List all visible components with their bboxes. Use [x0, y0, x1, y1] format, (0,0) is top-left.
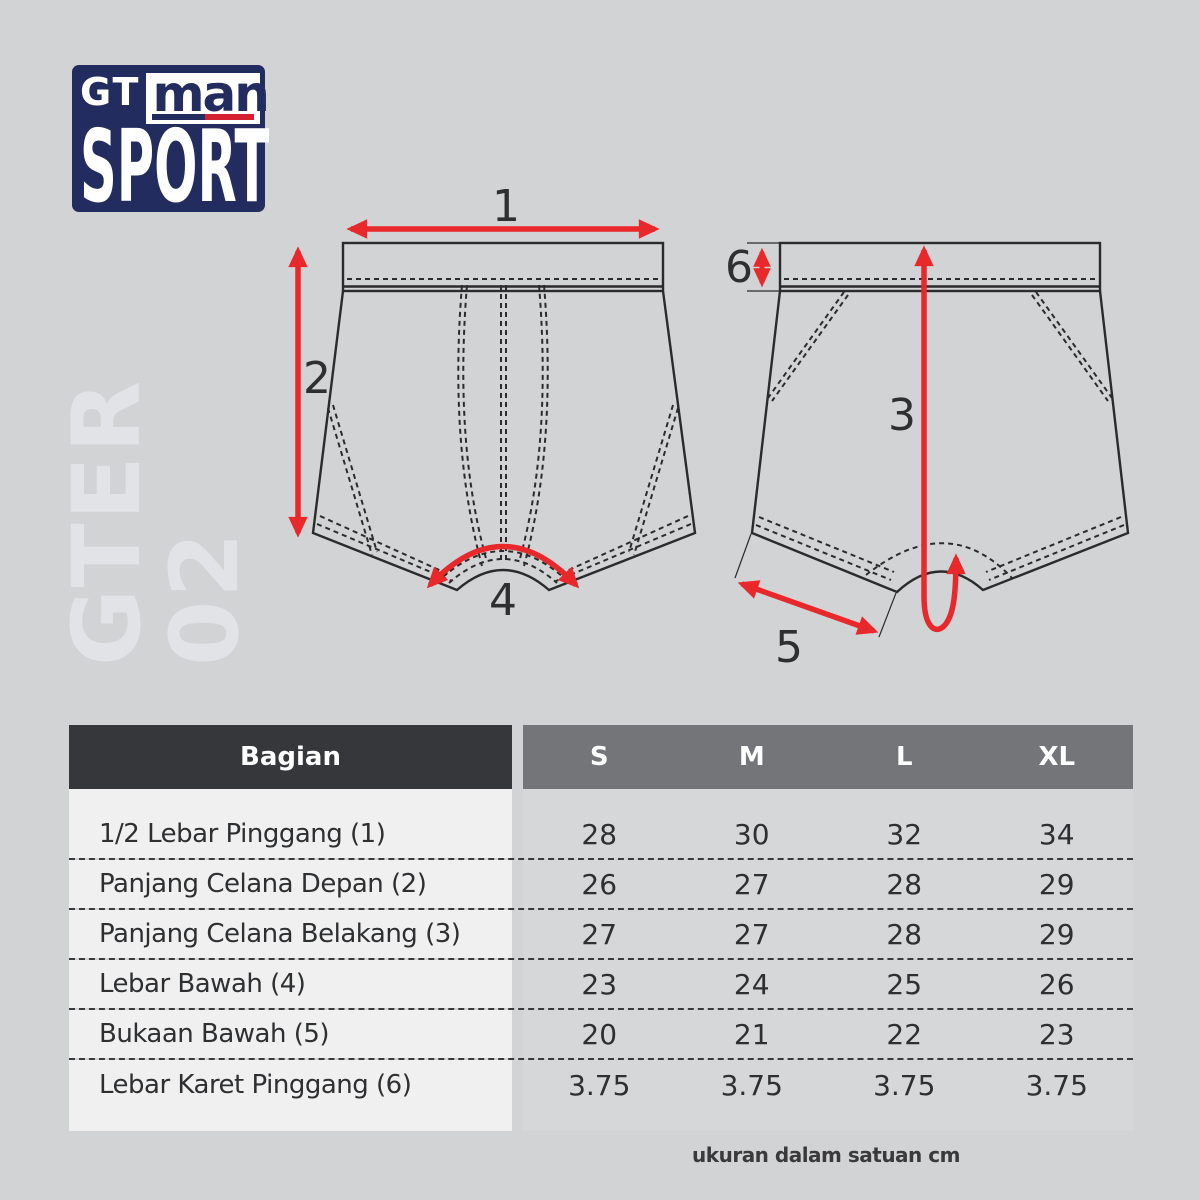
row-gap	[512, 789, 523, 858]
logo-top-row: GT man	[80, 65, 270, 124]
measure-label-4: 4	[489, 575, 517, 626]
size-header-xl: XL	[1038, 742, 1076, 772]
table-row: Bukaan Bawah (5) 20 21 22 23	[69, 1010, 1133, 1060]
row-label-cell: 1/2 Lebar Pinggang (1)	[69, 789, 512, 858]
row-values-cell: 27 27 28 29	[523, 910, 1133, 958]
row-label-cell: Panjang Celana Depan (2)	[69, 860, 512, 908]
table-row: Lebar Karet Pinggang (6) 3.75 3.75 3.75 …	[69, 1060, 1133, 1131]
value-l: 25	[886, 967, 923, 1001]
row-values-cell: 28 30 32 34	[523, 789, 1133, 858]
row-label: Bukaan Bawah (5)	[99, 1019, 330, 1049]
value-l: 32	[886, 817, 923, 851]
row-label: 1/2 Lebar Pinggang (1)	[99, 819, 386, 849]
logo-underline-bar	[152, 114, 255, 120]
measure-label-2: 2	[303, 353, 331, 404]
row-gap	[512, 1060, 523, 1131]
measure-label-1: 1	[492, 181, 520, 232]
back-view-drawing	[734, 241, 1130, 638]
row-label-cell: Bukaan Bawah (5)	[69, 1010, 512, 1058]
value-m: 3.75	[720, 1068, 783, 1102]
value-xl: 29	[1038, 867, 1075, 901]
row-label-cell: Lebar Karet Pinggang (6)	[69, 1060, 512, 1131]
value-l: 28	[886, 867, 923, 901]
table-row: Panjang Celana Depan (2) 26 27 28 29	[69, 860, 1133, 910]
row-gap	[512, 1010, 523, 1058]
value-l: 28	[886, 917, 923, 951]
front-view-drawing	[311, 241, 697, 592]
logo-gt-text: GT	[80, 70, 141, 114]
size-header-s: S	[589, 742, 609, 772]
brand-logo: GT man SPORT	[72, 65, 270, 217]
logo-man-text: man	[152, 65, 269, 123]
row-gap	[512, 860, 523, 908]
row-label-cell: Lebar Bawah (4)	[69, 960, 512, 1008]
value-m: 27	[733, 867, 770, 901]
value-s: 23	[581, 967, 618, 1001]
value-s: 27	[581, 917, 618, 951]
value-xl: 23	[1038, 1017, 1075, 1051]
value-m: 27	[733, 917, 770, 951]
size-header-m: M	[738, 742, 765, 772]
table-row: Panjang Celana Belakang (3) 27 27 28 29	[69, 910, 1133, 960]
value-s: 20	[581, 1017, 618, 1051]
size-table-header: Bagian S M L XL	[69, 725, 1133, 789]
value-m: 21	[733, 1017, 770, 1051]
header-gap	[512, 725, 523, 789]
value-xl: 26	[1038, 967, 1075, 1001]
value-l: 22	[886, 1017, 923, 1051]
value-s: 28	[581, 817, 618, 851]
row-gap	[512, 910, 523, 958]
table-header-bagian: Bagian	[69, 725, 512, 789]
value-xl: 34	[1038, 817, 1075, 851]
units-note: ukuran dalam satuan cm	[692, 1143, 960, 1167]
value-m: 24	[733, 967, 770, 1001]
table-header-sizes: S M L XL	[523, 725, 1133, 789]
value-s: 3.75	[568, 1068, 631, 1102]
row-values-cell: 23 24 25 26	[523, 960, 1133, 1008]
row-label: Panjang Celana Belakang (3)	[99, 919, 461, 949]
row-values-cell: 20 21 22 23	[523, 1010, 1133, 1058]
row-label: Lebar Bawah (4)	[99, 969, 306, 999]
value-s: 26	[581, 867, 618, 901]
row-values-cell: 3.75 3.75 3.75 3.75	[523, 1060, 1133, 1131]
measure-arrow-4-bottom-width	[426, 543, 580, 589]
bagian-header-label: Bagian	[240, 742, 341, 772]
value-xl: 29	[1038, 917, 1075, 951]
row-label: Panjang Celana Depan (2)	[99, 869, 427, 899]
row-gap	[512, 960, 523, 1008]
value-xl: 3.75	[1025, 1068, 1088, 1102]
row-label: Lebar Karet Pinggang (6)	[99, 1070, 412, 1100]
measure-arrow-5-leg-opening	[737, 580, 879, 635]
size-header-l: L	[895, 742, 913, 772]
measure-arrow-3-back-length	[914, 245, 966, 633]
measure-label-5: 5	[775, 622, 803, 673]
row-label-cell: Panjang Celana Belakang (3)	[69, 910, 512, 958]
table-row: 1/2 Lebar Pinggang (1) 28 30 32 34	[69, 789, 1133, 860]
table-row: Lebar Bawah (4) 23 24 25 26	[69, 960, 1133, 1010]
value-m: 30	[733, 817, 770, 851]
logo-man-badge: man	[146, 65, 270, 124]
value-l: 3.75	[873, 1068, 936, 1102]
measure-label-6: 6	[725, 242, 753, 293]
size-table: Bagian S M L XL 1/2 Lebar Pinggang (1) 2…	[69, 725, 1133, 1131]
measure-label-3: 3	[888, 390, 916, 441]
garment-measurement-diagram: 1 2 3 4 5 6	[288, 181, 1130, 673]
row-values-cell: 26 27 28 29	[523, 860, 1133, 908]
